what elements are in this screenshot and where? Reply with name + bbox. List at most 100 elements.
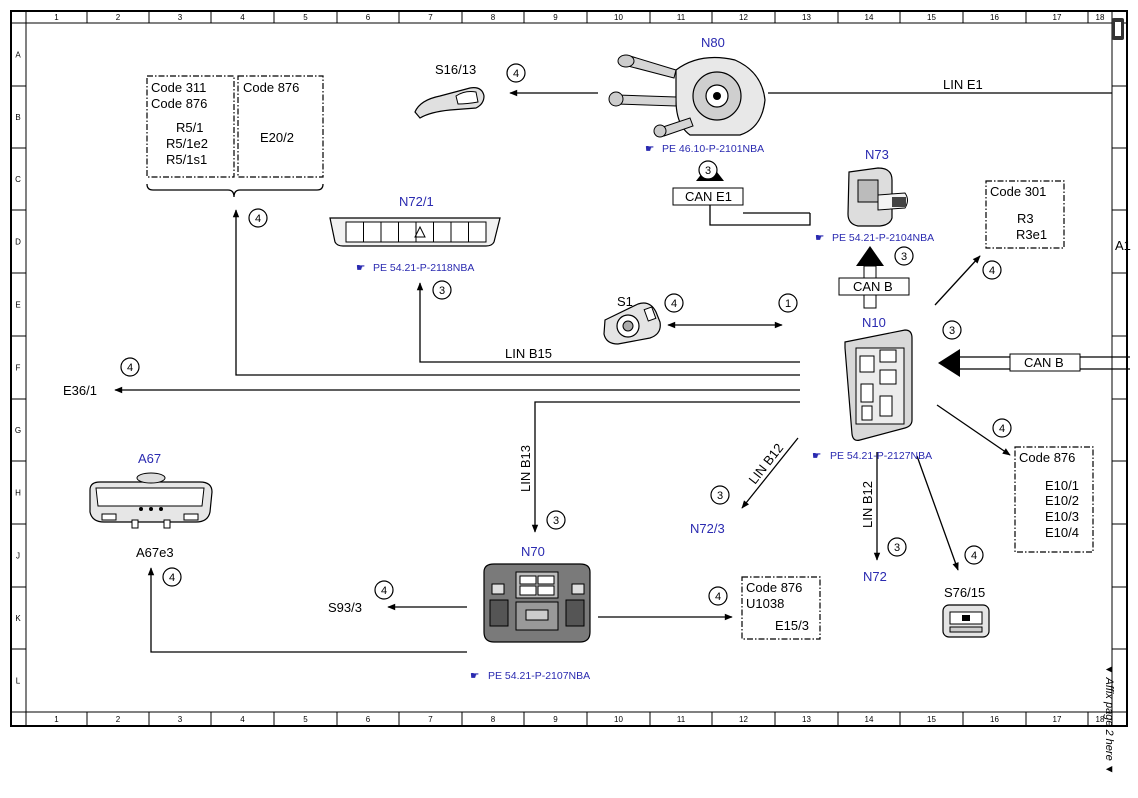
bus-label-lin-b12-vert: LIN B12 — [860, 481, 875, 528]
bus-box-can-b-right — [1009, 353, 1081, 372]
step-number: 4 — [715, 591, 721, 603]
grid-col-label-bottom: 16 — [990, 715, 999, 724]
label-n72-3: N72/3 — [690, 521, 725, 536]
label-s93-3: S93/3 — [328, 600, 362, 615]
grid-col-label-top: 2 — [116, 13, 121, 22]
step-number: 1 — [785, 298, 791, 310]
grid-col-label-top: 8 — [491, 13, 496, 22]
label-n10: N10 — [862, 315, 886, 330]
codebox-876c-line1: Code 876 — [746, 580, 802, 595]
codebox-301-line2: R3 — [1017, 211, 1034, 226]
codebox-876b-line4: E10/3 — [1045, 509, 1079, 524]
a67-rearview-mirror — [89, 472, 213, 529]
bus-box-can-e1 — [672, 187, 744, 206]
grid-col-label-top: 9 — [553, 13, 558, 22]
step-circle — [778, 293, 798, 313]
ref-icon-n10: ☛ — [812, 450, 821, 462]
ref-icon-n73: ☛ — [815, 232, 824, 244]
grid-row-label: F — [16, 364, 21, 373]
ref-n70: PE 54.21-P-2107NBA — [488, 670, 590, 682]
n70-overhead-panel — [483, 563, 591, 643]
step-number: 3 — [439, 285, 445, 297]
can-b-arrow-left — [938, 349, 960, 377]
binder-clip-icon — [1112, 18, 1124, 40]
grid-col-label-bottom: 17 — [1053, 715, 1062, 724]
step-circle — [887, 537, 907, 557]
step-circle — [710, 485, 730, 505]
bus-label-lin-b13: LIN B13 — [518, 445, 533, 492]
step-number: 4 — [971, 550, 977, 562]
grid-col-label-bottom: 15 — [927, 715, 936, 724]
step-circle — [982, 260, 1002, 280]
grid-col-label-bottom: 9 — [553, 715, 558, 724]
grid-col-label-bottom: 8 — [491, 715, 496, 724]
label-n70: N70 — [521, 544, 545, 559]
step-number: 3 — [901, 251, 907, 263]
grid-col-label-bottom: 11 — [677, 715, 686, 724]
grid-col-label-top: 12 — [739, 13, 748, 22]
step-circle — [708, 586, 728, 606]
margin-note: ▼ Affix page 2 here ▼ — [1103, 664, 1115, 775]
codebox-876b-line1: Code 876 — [1019, 450, 1075, 465]
ref-icon-n72-1: ☛ — [356, 262, 365, 274]
grid-col-label-top: 10 — [614, 13, 623, 22]
bus-label-lin-b12-diag: LIN B12 — [746, 441, 787, 487]
grid-col-label-bottom: 18 — [1096, 715, 1105, 724]
grid-col-label-bottom: 12 — [739, 715, 748, 724]
grid-col-label-top: 6 — [366, 13, 371, 22]
grid-row-label: H — [15, 489, 21, 498]
step-circle — [506, 63, 526, 83]
codebox-301-line3: R3e1 — [1016, 227, 1047, 242]
codebox-311: Code 311 Code 876 R5/1 R5/1e2 R5/1s1 Cod… — [146, 75, 324, 198]
codebox-876a-line1: Code 876 — [243, 80, 299, 95]
label-a67: A67 — [138, 451, 161, 466]
step-number: 4 — [989, 265, 995, 277]
ref-icon-n80: ☛ — [645, 143, 654, 155]
step-circle — [698, 160, 718, 180]
step-number: 3 — [553, 515, 559, 527]
step-number: 4 — [381, 585, 387, 597]
codebox-876b-line3: E10/2 — [1045, 493, 1079, 508]
label-n80: N80 — [701, 35, 725, 50]
codebox-876b-line2: E10/1 — [1045, 478, 1079, 493]
grid-row-label: C — [15, 175, 21, 184]
bus-label-can-b-right: CAN B — [1024, 355, 1064, 370]
grid-col-label-bottom: 10 — [614, 715, 623, 724]
step-number: 4 — [255, 213, 261, 225]
s16-13-switch — [414, 87, 485, 119]
grid-col-label-bottom: 6 — [366, 715, 371, 724]
grid-row-label: J — [16, 552, 20, 561]
grid-row-label: E — [15, 301, 20, 310]
step-circle — [964, 545, 984, 565]
codebox-301-line1: Code 301 — [990, 184, 1046, 199]
codebox-301: Code 301 R3 R3e1 — [985, 180, 1065, 249]
grid-col-label-bottom: 4 — [240, 715, 245, 724]
ref-n80: PE 46.10-P-2101NBA — [662, 143, 764, 155]
grid-col-label-top: 11 — [677, 13, 686, 22]
grid-col-label-bottom: 7 — [428, 715, 433, 724]
step-circle — [664, 293, 684, 313]
label-n72-1: N72/1 — [399, 194, 434, 209]
step-number: 4 — [999, 423, 1005, 435]
grid-row-label: A — [15, 51, 21, 60]
grid-col-label-bottom: 2 — [116, 715, 121, 724]
label-s1: S1 — [617, 294, 633, 309]
grid-col-label-top: 15 — [927, 13, 936, 22]
step-circle — [432, 280, 452, 300]
n73-ignition-lock — [847, 167, 908, 227]
step-number: 3 — [705, 165, 711, 177]
codebox-876a-line2: E20/2 — [260, 130, 294, 145]
grid-row-label: D — [15, 238, 21, 247]
grid-row-label: L — [16, 677, 21, 686]
grid-row-label: B — [15, 113, 20, 122]
step-circle — [546, 510, 566, 530]
ref-icon-n70: ☛ — [470, 670, 479, 682]
step-circle — [374, 580, 394, 600]
grid-col-label-top: 4 — [240, 13, 245, 22]
label-a1-partial: A1 — [1115, 238, 1131, 253]
ref-n10: PE 54.21-P-2127NBA — [830, 450, 932, 462]
